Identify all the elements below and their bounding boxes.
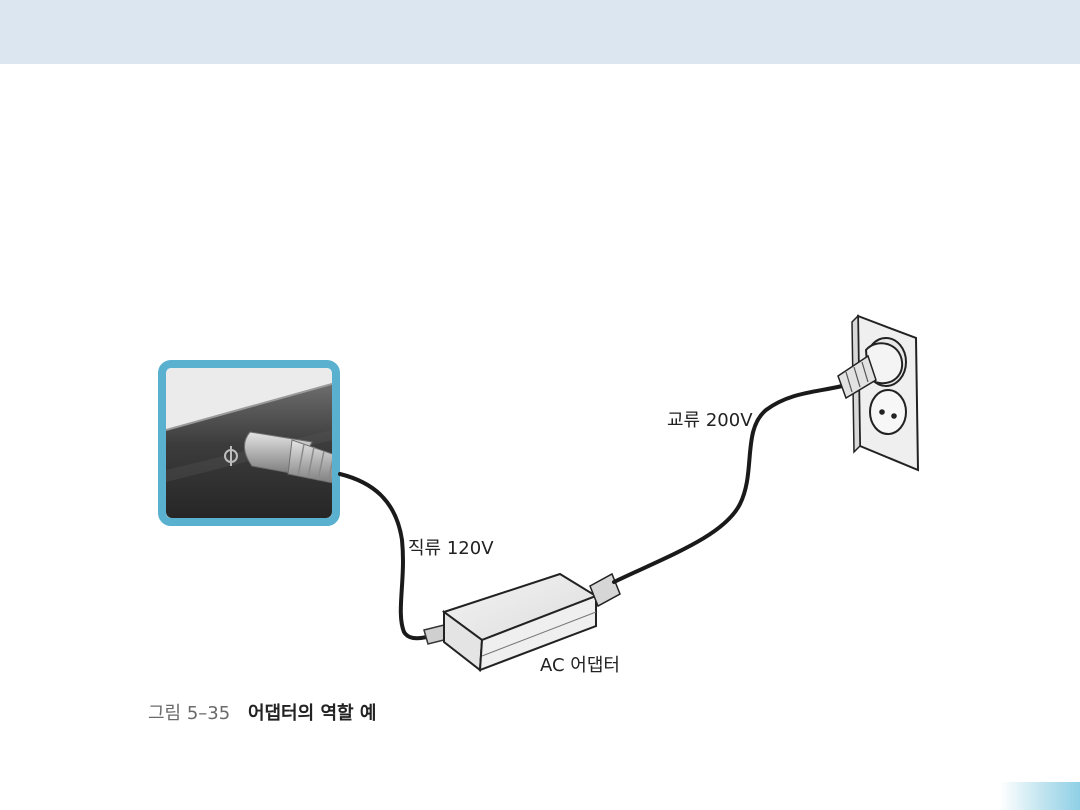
dc-cable — [338, 472, 442, 641]
ac-adapter — [441, 572, 621, 672]
ac-plug — [837, 342, 904, 400]
adapter-label: AC 어댑터 — [540, 655, 620, 676]
caption-text: 어댑터의 역할 예 — [247, 703, 377, 724]
ac-voltage-label: 교류 200V — [667, 410, 753, 431]
wall-outlet — [837, 314, 920, 472]
ac-cable — [612, 384, 844, 584]
dc-plug — [244, 431, 332, 485]
header-band — [0, 0, 1080, 64]
caption-number: 그림 5–35 — [148, 703, 231, 724]
dc-power-icon — [224, 446, 238, 466]
corner-accent — [1000, 782, 1080, 810]
laptop-port-inset — [158, 360, 340, 526]
dc-voltage-label: 직류 120V — [408, 538, 494, 559]
figure-caption: 그림 5–35 어댑터의 역할 예 — [148, 699, 376, 725]
